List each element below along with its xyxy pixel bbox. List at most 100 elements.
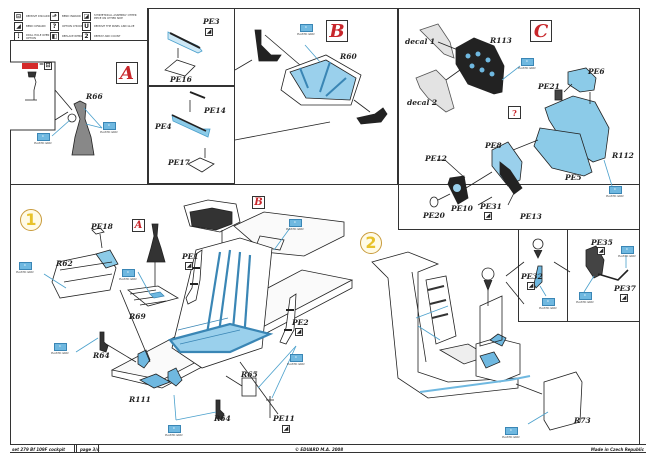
part-label: PE2 — [292, 318, 309, 327]
inset-c-letter: C — [530, 20, 552, 42]
bend-icon: ◢ — [185, 262, 193, 270]
part-pe1 — [185, 249, 203, 305]
legend-item: U REMOVE THE PANEL AND GLUE — [82, 22, 142, 31]
bend-icon: ◢ — [527, 282, 535, 290]
part-r73 — [543, 371, 583, 431]
legend-item: ? OPTION CHOICE — [50, 22, 92, 31]
part-label: PE11 — [273, 414, 295, 423]
legend-item: ⋮ DRILL HOLE OPEN OPTION — [14, 32, 50, 41]
part-label: R73 — [574, 416, 591, 425]
bend-icon: ◢ — [14, 22, 23, 31]
step2-inset-2 — [568, 230, 640, 322]
inset-b-sub2 — [148, 86, 235, 184]
drill-icon: ⋮ — [14, 32, 23, 41]
page-number: page 3/4 — [80, 447, 100, 452]
callout-a — [10, 61, 56, 131]
part-label: PE8 — [485, 141, 502, 150]
part-label: R64 — [93, 351, 110, 360]
fold-icon: ⬏ — [50, 12, 59, 21]
remove-icon: ⊟ — [44, 62, 52, 70]
bend-icon: ◢ — [484, 212, 492, 220]
part-pe6 — [567, 67, 597, 93]
replace-icon: ◧ — [50, 32, 59, 41]
legend-item: ◧ REPLACE REMOVE — [50, 32, 86, 41]
part-label: R65 — [241, 370, 258, 379]
bend-icon: ◢ — [597, 247, 605, 255]
step-1-number: 1 — [20, 209, 42, 231]
part-label: PE4 — [155, 122, 172, 131]
decal-2 — [415, 69, 455, 113]
main-frame — [10, 184, 640, 444]
decal-1 — [419, 23, 455, 59]
part-label: R60 — [340, 52, 357, 61]
decal-label: decal 1 — [405, 37, 436, 46]
symmetric-icon: ◪ — [82, 12, 91, 21]
decal-label: decal 2 — [407, 98, 438, 107]
inset-b-sub1 — [148, 8, 235, 86]
part-pe16 — [164, 59, 196, 77]
remove-icon: ⊟ — [14, 12, 23, 21]
repeat-icon: 2 — [82, 32, 91, 41]
part-label: R113 — [490, 36, 512, 45]
part-label: PE31 — [480, 202, 502, 211]
part-pe20 — [429, 196, 439, 208]
part-pe5 — [533, 127, 593, 177]
legend-frame — [10, 8, 148, 41]
inset-a-letter: A — [116, 62, 138, 84]
part-label: PE20 — [423, 211, 445, 220]
copyright: © EDUARD M.A. 2008 — [295, 447, 344, 452]
part-label: PE1 — [182, 252, 199, 261]
part-pe32 — [533, 265, 543, 289]
footer-divider — [98, 445, 99, 452]
part-r64 — [99, 331, 109, 353]
legend-item: 2 REPEAT AND COUNT — [82, 32, 142, 41]
part-label: R112 — [612, 151, 634, 160]
footer: set 279 Bf 109F cockpit page 3/4 © EDUAR… — [10, 444, 646, 453]
part-label: PE32 — [521, 272, 543, 281]
part-label: PE16 — [170, 75, 192, 84]
inset-c-frame — [398, 8, 640, 230]
red-swatch — [22, 63, 38, 69]
part-r65 — [241, 377, 257, 397]
part-label: PE5 — [565, 173, 582, 182]
part-pe17 — [187, 157, 215, 173]
inset-b-letter: B — [326, 20, 348, 42]
part-label: PE13 — [520, 212, 542, 221]
part-label: R62 — [56, 259, 73, 268]
set-title: set 279 Bf 109F cockpit — [12, 447, 66, 452]
part-label: PE3 — [203, 17, 220, 26]
part-label: PE21 — [538, 82, 560, 91]
part-label: PE10 — [451, 204, 473, 213]
part-label: PE37 — [614, 284, 636, 293]
part-r112 — [544, 95, 610, 163]
option-mark: ? — [508, 106, 521, 119]
part-r111 — [139, 373, 171, 389]
legend-item: ◪ SYMMETRICAL ASSEMBLY OTHER PIECE ON OT… — [82, 12, 137, 21]
step1-ref-b: B — [252, 196, 265, 209]
option-icon: ? — [50, 22, 59, 31]
bend-icon: ◢ — [205, 28, 213, 36]
part-r113 — [455, 37, 505, 95]
part-label: R64 — [214, 414, 231, 423]
legend-item: ⬏ BEND INWARD — [50, 12, 81, 21]
made-in: Made in Czech Republic — [590, 447, 644, 452]
footer-divider — [76, 445, 77, 452]
part-pe2 — [279, 293, 297, 345]
bend-icon: ◢ — [620, 294, 628, 302]
bend-icon: ◢ — [295, 328, 303, 336]
part-label: R66 — [86, 92, 103, 101]
